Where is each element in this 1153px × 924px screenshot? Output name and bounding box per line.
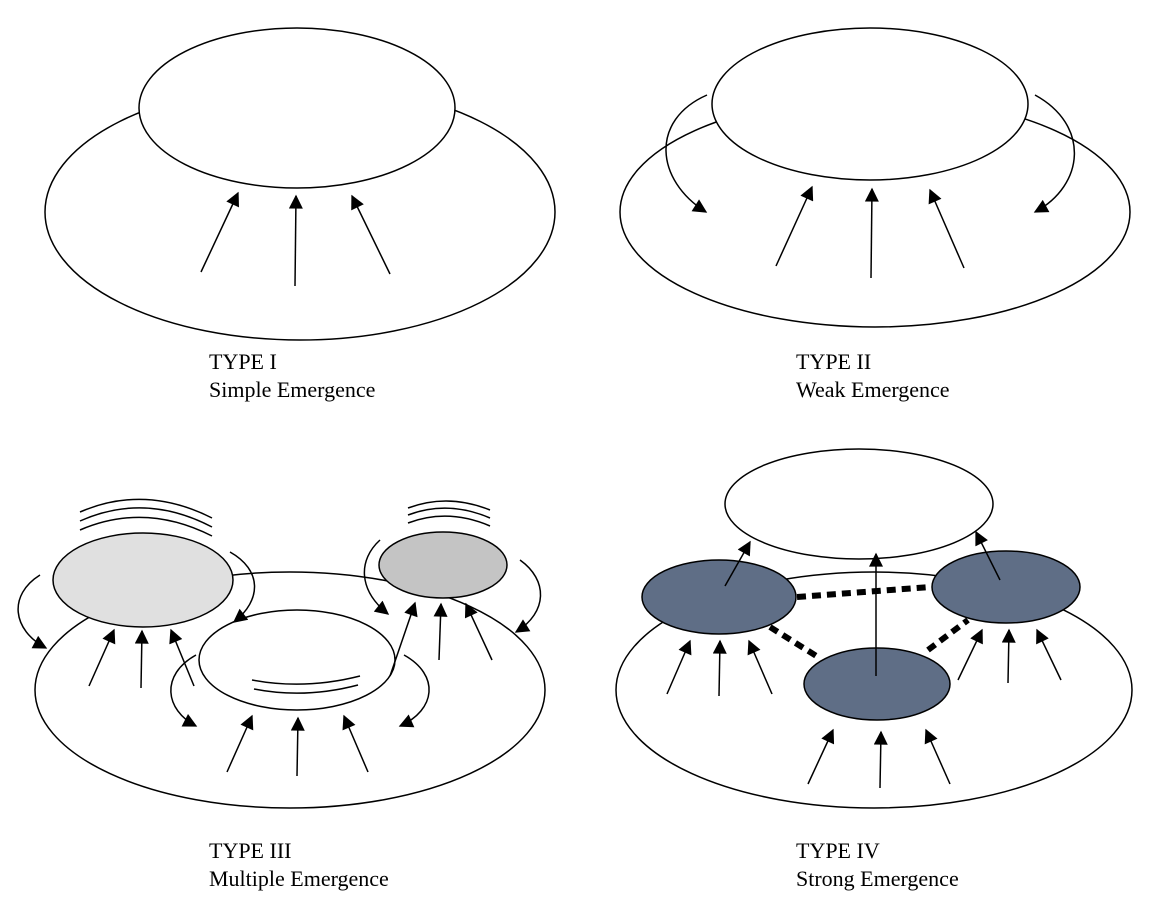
vibration-line: [253, 684, 359, 694]
caption-type-4: TYPE IV Strong Emergence: [796, 837, 959, 893]
upward-arrow: [464, 602, 493, 661]
type-description: Multiple Emergence: [209, 866, 389, 891]
downward-feedback-arrow: [398, 654, 430, 728]
panel-type-3: [17, 498, 546, 809]
type-label: TYPE I: [209, 349, 277, 374]
emergent-level-ellipse-light: [52, 532, 234, 628]
upward-arrow: [712, 639, 727, 697]
emergent-level-ellipse: [711, 27, 1029, 181]
slate-agent-ellipse-center: [803, 647, 951, 721]
upward-arrow: [433, 602, 448, 661]
panel-type-1: [44, 27, 556, 341]
upward-arrow: [957, 628, 983, 681]
emergent-level-ellipse: [138, 27, 456, 189]
vibration-line: [79, 498, 213, 519]
downward-feedback-arrow: [363, 539, 390, 615]
upward-arrow: [226, 714, 254, 773]
panel-type-4: [615, 448, 1133, 809]
type-label: TYPE III: [209, 838, 292, 863]
vibration-line: [407, 515, 491, 527]
upward-arrow: [924, 728, 951, 785]
downward-feedback-arrow: [665, 94, 708, 213]
upward-arrow: [975, 530, 1001, 581]
type-label: TYPE II: [796, 349, 872, 374]
caption-type-2: TYPE II Weak Emergence: [796, 348, 950, 404]
upward-arrow: [873, 730, 888, 789]
downward-feedback-arrow: [170, 654, 198, 727]
interaction-dotted-link: [926, 617, 970, 653]
downward-feedback-arrow: [17, 574, 48, 649]
upward-arrow: [666, 639, 692, 695]
vibration-line: [407, 500, 491, 511]
type-description: Simple Emergence: [209, 377, 376, 402]
upward-arrow: [200, 191, 239, 273]
upward-arrow: [724, 540, 751, 587]
interaction-dotted-link: [796, 584, 931, 600]
downward-feedback-arrow: [1033, 94, 1076, 213]
upward-arrow: [775, 185, 814, 267]
type-label: TYPE IV: [796, 838, 880, 863]
upward-arrow: [864, 187, 879, 279]
vibration-line: [251, 675, 361, 685]
vibration-line: [407, 507, 491, 519]
upward-arrow: [134, 629, 149, 689]
upward-arrow: [288, 194, 303, 287]
upward-arrow: [1001, 628, 1016, 684]
slate-agent-ellipse-right: [931, 550, 1081, 624]
emergent-level-ellipse-center: [198, 609, 396, 711]
type-description: Strong Emergence: [796, 866, 959, 891]
upward-arrow: [88, 628, 116, 687]
upward-arrow: [747, 639, 773, 695]
upward-arrow: [351, 194, 391, 275]
upward-arrow: [169, 628, 195, 687]
upward-arrow: [342, 714, 369, 773]
upward-arrow: [290, 716, 305, 777]
strong-emergent-level-ellipse: [724, 448, 994, 560]
upward-arrow: [807, 728, 835, 785]
downward-feedback-arrow: [514, 559, 542, 633]
vibration-line: [79, 507, 213, 528]
upward-arrow: [1036, 628, 1062, 681]
slate-agent-ellipse-left: [641, 559, 797, 635]
caption-type-1: TYPE I Simple Emergence: [209, 348, 375, 404]
type-description: Weak Emergence: [796, 377, 950, 402]
interaction-dotted-link: [768, 624, 820, 660]
upward-arrow: [389, 601, 418, 677]
emergent-level-ellipse-mid: [378, 531, 508, 599]
panel-type-2: [619, 27, 1131, 328]
upward-arrow: [928, 188, 965, 269]
vibration-line: [79, 516, 213, 537]
downward-feedback-arrow: [229, 551, 256, 623]
caption-type-3: TYPE III Multiple Emergence: [209, 837, 389, 893]
